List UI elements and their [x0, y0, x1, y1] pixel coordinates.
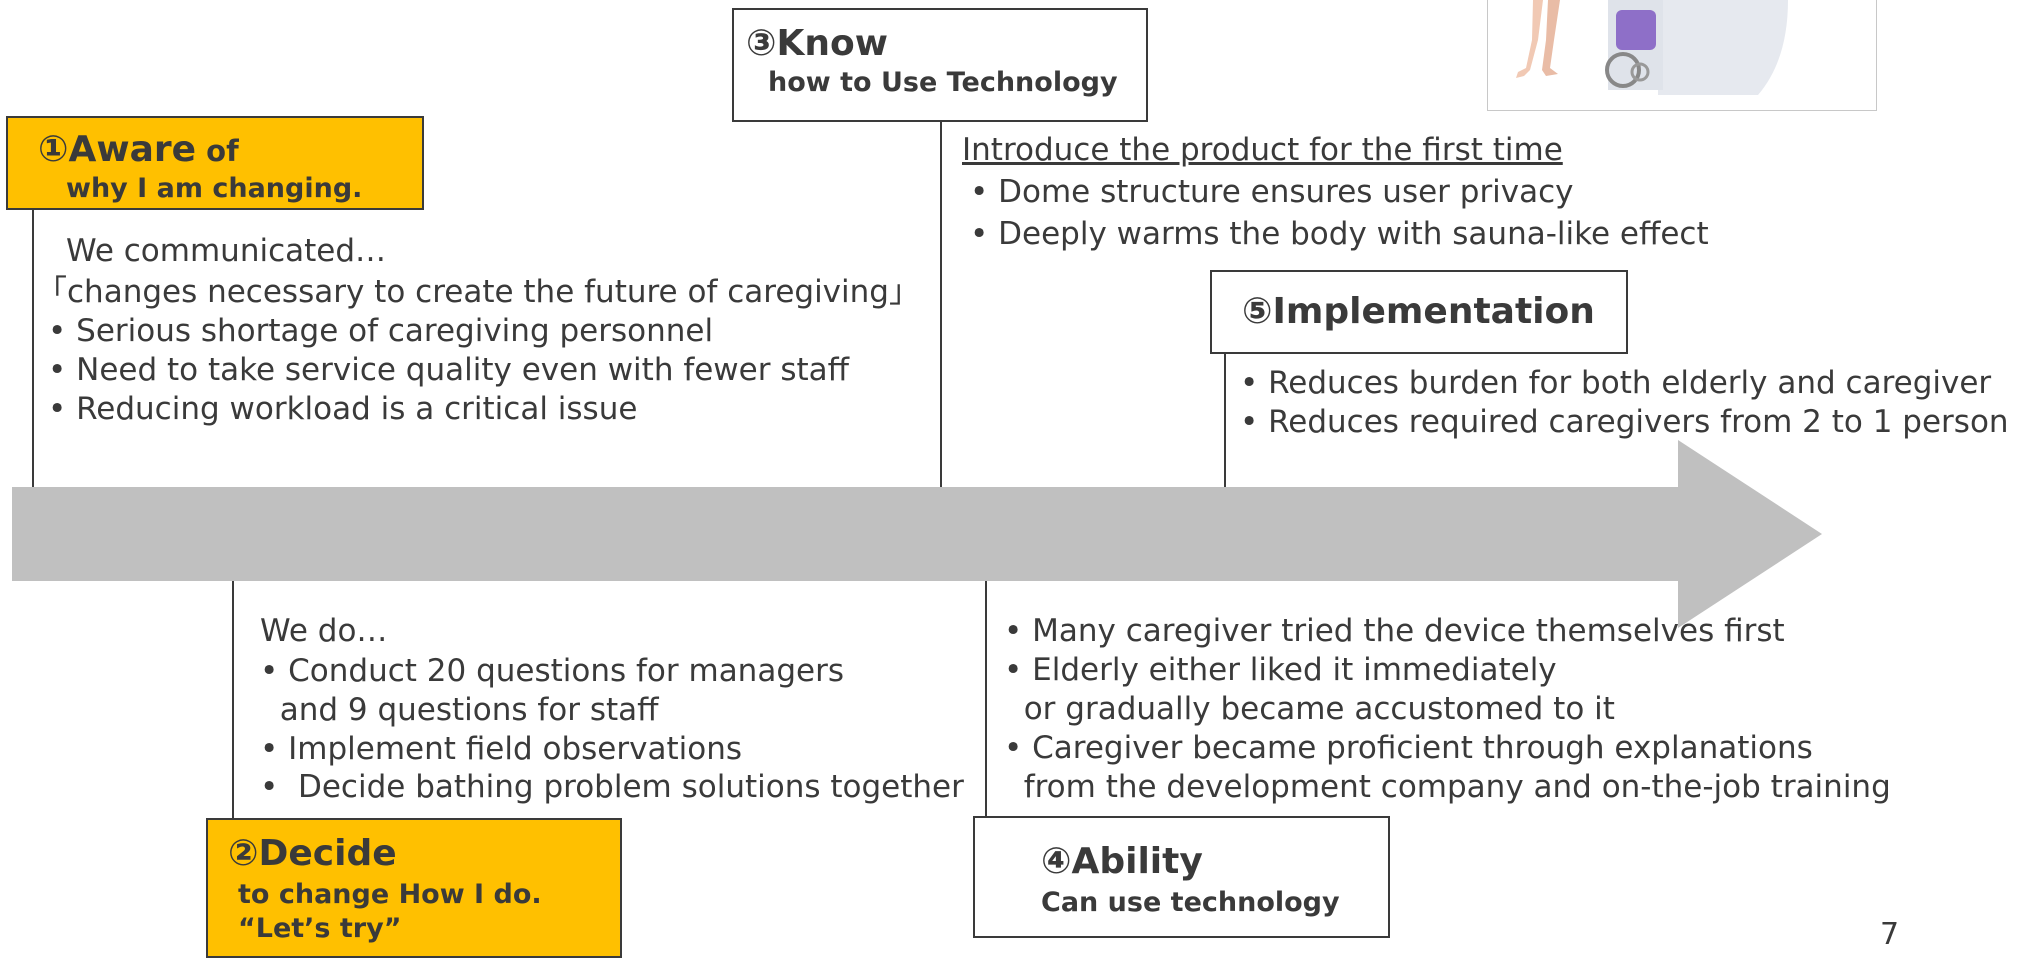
- connector-line-know: [940, 120, 942, 487]
- decide-subtitle-2: “Let’s try”: [238, 913, 402, 944]
- connector-line-decide: [232, 581, 234, 818]
- connector-line-aware: [32, 210, 34, 487]
- page-number: 7: [1880, 917, 1900, 952]
- decide-title: ②Decide: [228, 833, 397, 874]
- implementation-bullet-1: • Reduces burden for both elderly and ca…: [1240, 365, 1992, 401]
- aware-title-suffix: of: [196, 134, 239, 168]
- bathing-device-image: [1516, 0, 1788, 95]
- know-subtitle: how to Use Technology: [768, 67, 1118, 98]
- know-heading: Introduce the product for the first time: [962, 132, 1563, 168]
- decide-box: ②Decide to change How I do. “Let’s try”: [206, 818, 622, 958]
- decide-subtitle-1: to change How I do.: [238, 879, 542, 910]
- implementation-box: ⑤Implementation: [1210, 270, 1628, 354]
- ability-line-2: • Elderly either liked it immediately: [1004, 652, 1557, 688]
- ability-line-3: or gradually became accustomed to it: [1004, 691, 1615, 727]
- aware-box: ①Aware of why I am changing.: [6, 116, 424, 210]
- aware-bullet-1: • Serious shortage of caregiving personn…: [48, 313, 714, 349]
- aware-quote: 「changes necessary to create the future …: [36, 274, 920, 310]
- ability-line-5: from the development company and on-the-…: [1004, 769, 1891, 805]
- ability-subtitle: Can use technology: [1041, 887, 1340, 918]
- aware-subtitle: why I am changing.: [66, 173, 363, 204]
- ability-box: ④Ability Can use technology: [973, 816, 1390, 938]
- ability-title: ④Ability: [1041, 841, 1203, 882]
- aware-intro: We communicated…: [66, 233, 387, 269]
- product-photo: [1487, 0, 1877, 111]
- decide-line-4: • Decide bathing problem solutions toget…: [260, 769, 964, 805]
- implementation-title: ⑤Implementation: [1242, 291, 1595, 332]
- decide-intro: We do…: [260, 613, 388, 649]
- implementation-bullet-2: • Reduces required caregivers from 2 to …: [1240, 404, 2009, 440]
- aware-bullet-3: • Reducing workload is a critical issue: [48, 391, 638, 427]
- decide-line-3: • Implement field observations: [260, 731, 742, 767]
- know-bullet-1: • Dome structure ensures user privacy: [970, 174, 1574, 210]
- decide-line-1: • Conduct 20 questions for managers: [260, 653, 844, 689]
- connector-line-ability: [985, 581, 987, 819]
- decide-line-2: and 9 questions for staff: [260, 692, 659, 728]
- ability-line-4: • Caregiver became proficient through ex…: [1004, 730, 1813, 766]
- aware-bullet-2: • Need to take service quality even with…: [48, 352, 849, 388]
- connector-line-implementation: [1224, 353, 1226, 487]
- aware-title-main: ①Aware: [38, 129, 197, 170]
- aware-title: ①Aware of: [38, 130, 239, 170]
- know-title: ③Know: [746, 23, 888, 64]
- ability-line-1: • Many caregiver tried the device themse…: [1004, 613, 1785, 649]
- know-box: ③Know how to Use Technology: [732, 8, 1148, 122]
- know-bullet-2: • Deeply warms the body with sauna-like …: [970, 216, 1709, 252]
